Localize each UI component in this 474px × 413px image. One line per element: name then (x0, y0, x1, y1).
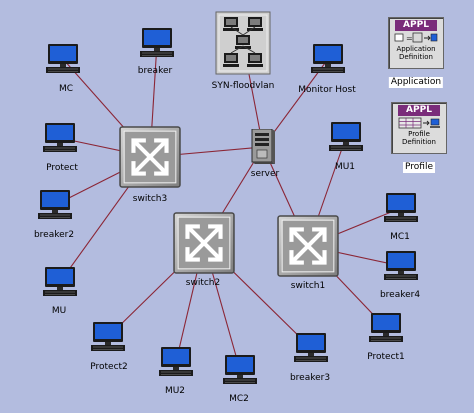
pc-icon (369, 313, 403, 342)
profile-icon (398, 117, 440, 129)
label-mu: MU (51, 306, 67, 316)
label-switch1: switch1 (290, 281, 326, 291)
label-breaker3: breaker3 (289, 373, 331, 383)
pc-node-breaker[interactable] (139, 27, 175, 63)
cluster-node-syn-floodvlan[interactable] (215, 11, 271, 79)
label-server: server (250, 169, 280, 179)
pc-node-breaker4[interactable] (383, 250, 419, 286)
application-icon: = (394, 32, 438, 43)
pc-node-mu[interactable] (42, 266, 78, 302)
label-application: Application (388, 77, 444, 88)
application-definition-text: Application Definition (396, 45, 436, 61)
pc-node-mu1[interactable] (328, 121, 364, 157)
pc-icon (91, 322, 125, 351)
switch-node-switch1[interactable] (277, 215, 339, 281)
server-icon (251, 128, 275, 164)
cluster-icon (215, 11, 271, 75)
svg-text:=: = (406, 34, 413, 43)
pc-node-protect[interactable] (42, 122, 78, 158)
switch-node-switch3[interactable] (119, 126, 181, 192)
pc-icon (159, 347, 193, 376)
pc-icon (384, 251, 418, 280)
label-breaker4: breaker4 (379, 290, 421, 300)
pc-icon (46, 44, 80, 73)
label-breaker: breaker (137, 66, 173, 76)
label-profile: Profile (403, 162, 435, 173)
server-node[interactable] (250, 128, 276, 169)
pc-node-mc2[interactable] (222, 354, 258, 390)
pc-icon (38, 190, 72, 219)
label-protect: Protect (46, 163, 78, 173)
pc-node-mu2[interactable] (158, 346, 194, 382)
pc-node-protect2[interactable] (90, 321, 126, 357)
pc-node-breaker3[interactable] (293, 332, 329, 368)
pc-icon (223, 355, 257, 384)
switch-node-switch2[interactable] (173, 212, 235, 278)
label-switch2: switch2 (185, 278, 221, 288)
label-mu2: MU2 (164, 386, 186, 396)
pc-icon (140, 28, 174, 57)
pc-node-mc1[interactable] (383, 192, 419, 228)
label-syn-floodvlan: SYN-floodvlan (211, 81, 275, 91)
pc-icon (43, 123, 77, 152)
pc-node-breaker2[interactable] (37, 189, 73, 225)
label-mc: MC (58, 84, 74, 94)
label-protect2: Protect2 (90, 362, 128, 372)
appl-header: APPL (395, 20, 437, 31)
pc-icon (329, 122, 363, 151)
label-breaker2: breaker2 (33, 230, 75, 240)
label-mc1: MC1 (390, 232, 410, 242)
label-mu1: MU1 (334, 162, 356, 172)
switch-icon (119, 126, 181, 188)
pc-node-mc[interactable] (45, 43, 81, 79)
pc-icon (311, 44, 345, 73)
label-switch3: switch3 (132, 194, 168, 204)
pc-icon (294, 333, 328, 362)
label-mc2: MC2 (229, 394, 249, 404)
pc-icon (384, 193, 418, 222)
pc-node-protect1[interactable] (368, 312, 404, 348)
profile-config-node[interactable]: APPL Profile Definition (391, 102, 447, 154)
switch-icon (173, 212, 235, 274)
appl-header: APPL (398, 105, 440, 116)
application-config-node[interactable]: APPL = Application Definition (388, 17, 444, 69)
profile-definition-text: Profile Definition (402, 130, 436, 146)
label-protect1: Protect1 (367, 352, 405, 362)
pc-icon (43, 267, 77, 296)
label-monitor-host: Monitor Host (298, 85, 356, 95)
switch-icon (277, 215, 339, 277)
pc-node-monitor-host[interactable] (310, 43, 346, 79)
